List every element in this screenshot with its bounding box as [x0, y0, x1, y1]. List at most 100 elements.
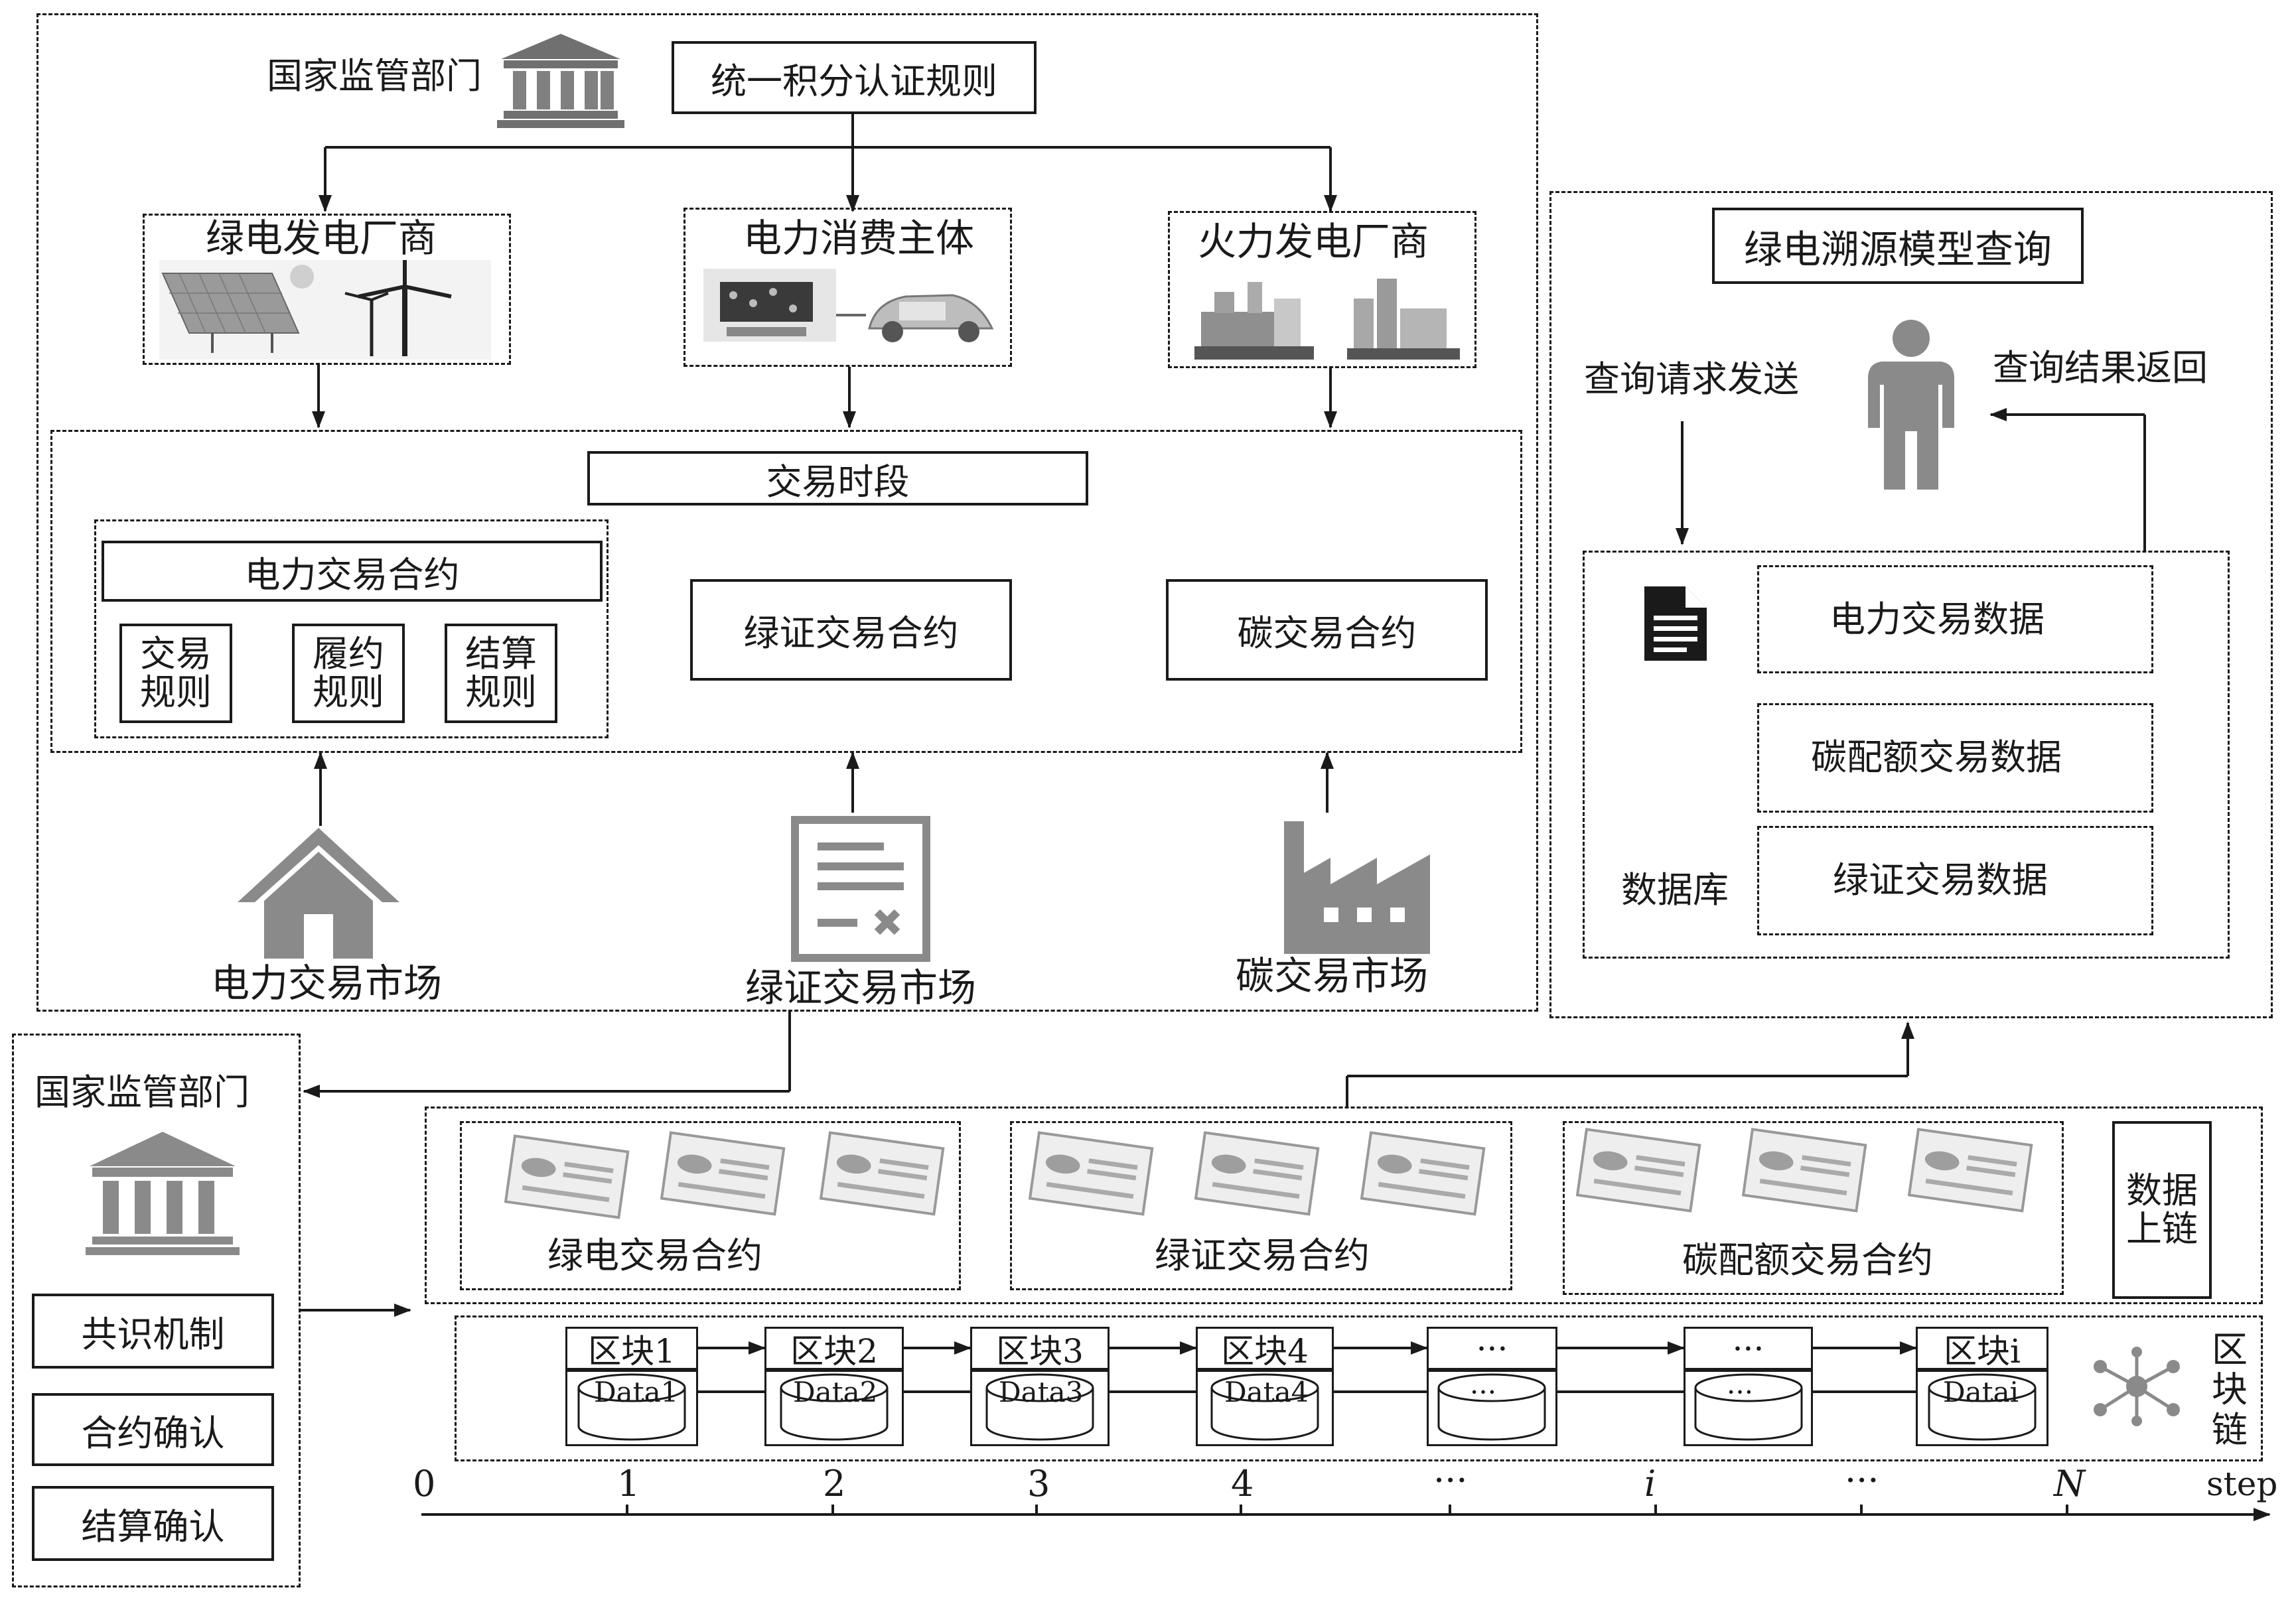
- contract-card-icon: [1360, 1131, 1486, 1216]
- consensus-label: 共识机制: [81, 1313, 225, 1355]
- thermal-plant-icon: [1194, 279, 1460, 360]
- left-regulator-label: 国家监管部门: [35, 1071, 250, 1113]
- block-head: ···: [1427, 1327, 1557, 1370]
- query-return-label: 查询结果返回: [1993, 347, 2208, 389]
- block-head-label: ···: [1476, 1329, 1508, 1368]
- query-panel: [1549, 191, 2273, 1018]
- contract-confirm-box: 合约确认: [32, 1393, 274, 1466]
- green-power-contract-group: [460, 1121, 961, 1290]
- settle-confirm-label: 结算确认: [81, 1506, 225, 1548]
- settle-rule-box: 结算规则: [445, 624, 557, 723]
- block-head-label: 区块2: [790, 1331, 878, 1371]
- contract-card-icon: [1742, 1128, 1867, 1213]
- block-data-label: Data2: [793, 1376, 878, 1408]
- power-contract-group: [94, 519, 609, 738]
- data-onchain-label: 数据上链: [2126, 1169, 2198, 1250]
- certificate-icon: [791, 816, 930, 962]
- contract-card-icon: [1908, 1128, 2033, 1213]
- government-building-icon: [86, 1132, 240, 1255]
- unified-rule-box: 统一积分认证规则: [672, 41, 1037, 114]
- axis-tick-label: 0: [413, 1463, 436, 1505]
- axis-tick-label: 2: [823, 1463, 846, 1505]
- carbon-quota-contract-group: [1563, 1121, 2064, 1295]
- green-cert-contract-row-label: 绿证交易合约: [1155, 1235, 1370, 1276]
- block-data-label: Data4: [1224, 1376, 1309, 1408]
- regulator-panel: [12, 1034, 301, 1587]
- contract-card-icon: [1029, 1131, 1154, 1216]
- axis-unit-label: step: [2206, 1465, 2278, 1503]
- carbon-quota-contract-label: 碳配额交易合约: [1682, 1239, 1933, 1281]
- green-cert-contract-group: [1010, 1121, 1512, 1290]
- perform-rule-box: 履约规则: [292, 624, 405, 723]
- axis-tick-label: 4: [1231, 1463, 1254, 1505]
- carbon-quota-data-label: 碳配额交易数据: [1811, 736, 2062, 778]
- green-cert-market-label: 绿证交易市场: [745, 965, 977, 1010]
- power-data-box: [1757, 565, 2153, 673]
- power-data-label: 电力交易数据: [1830, 598, 2045, 640]
- top-panel: [36, 13, 1538, 1012]
- block-head: 区块i: [1916, 1327, 2048, 1371]
- query-send-label: 查询请求发送: [1584, 358, 1799, 400]
- green-cert-contract-box: 绿证交易合约: [690, 579, 1012, 681]
- block-head: ···: [1684, 1327, 1813, 1370]
- contract-card-icon: [504, 1134, 630, 1219]
- contract-card-icon: [1576, 1128, 1701, 1213]
- green-producer-label: 绿电发电厂商: [206, 216, 437, 261]
- green-cert-data-box: [1757, 826, 2153, 935]
- carbon-contract-label: 碳交易合约: [1237, 612, 1417, 654]
- green-power-contract-label: 绿电交易合约: [547, 1235, 762, 1276]
- settle-rule-label: 结算规则: [465, 632, 537, 713]
- consumer-box: [683, 208, 1012, 367]
- block-data-label: ···: [1470, 1376, 1497, 1408]
- green-cert-contract-label: 绿证交易合约: [743, 612, 959, 654]
- perform-rule-label: 履约规则: [313, 632, 384, 713]
- carbon-contract-box: 碳交易合约: [1166, 579, 1488, 681]
- consensus-box: 共识机制: [32, 1294, 274, 1369]
- electric-car-icon: [703, 269, 994, 342]
- solar-wind-icon: [159, 260, 491, 360]
- unified-rule-label: 统一积分认证规则: [711, 60, 997, 102]
- axis-tick-label: 1: [617, 1463, 640, 1505]
- database-label: 数据库: [1621, 869, 1729, 911]
- trade-rule-box: 交易规则: [119, 624, 232, 723]
- query-title-box: 绿电溯源模型查询: [1712, 208, 2084, 284]
- blockchain-row: [455, 1315, 2263, 1461]
- contract-card-icon: [820, 1131, 945, 1216]
- network-icon: [2094, 1347, 2180, 1426]
- block-head: 区块4: [1196, 1327, 1334, 1371]
- block-head: 区块3: [970, 1327, 1110, 1371]
- contracts-row: [425, 1107, 2263, 1304]
- block-head: 区块1: [565, 1327, 698, 1371]
- trading-period-box: 交易时段: [587, 451, 1088, 505]
- power-contract-label: 电力交易合约: [244, 553, 460, 596]
- block-head-label: 区块4: [1221, 1331, 1309, 1371]
- carbon-quota-data-box: [1757, 703, 2153, 813]
- document-icon: [1644, 586, 1707, 661]
- block-head: 区块2: [764, 1327, 904, 1371]
- blockchain-vertical-label: 区块链: [2212, 1329, 2248, 1451]
- axis-tick-label: N: [2054, 1463, 2086, 1505]
- query-title-label: 绿电溯源模型查询: [1743, 226, 2052, 272]
- settle-confirm-box: 结算确认: [32, 1486, 274, 1561]
- thermal-producer-box: [1168, 211, 1476, 368]
- trading-period-label: 交易时段: [766, 460, 910, 503]
- contract-confirm-label: 合约确认: [81, 1412, 225, 1454]
- contract-card-icon: [660, 1131, 786, 1216]
- data-onchain-box: 数据上链: [2112, 1121, 2212, 1299]
- green-cert-data-label: 绿证交易数据: [1833, 859, 2048, 901]
- top-regulator-label: 国家监管部门: [267, 55, 482, 97]
- block-head-label: 区块3: [996, 1331, 1084, 1371]
- axis-tick-label: ···: [1433, 1459, 1468, 1501]
- block-data-label: Datai: [1943, 1376, 2019, 1408]
- thermal-producer-label: 火力发电厂商: [1198, 219, 1429, 264]
- green-producer-box: [143, 214, 511, 365]
- axis-tick-label: 3: [1027, 1463, 1050, 1505]
- house-icon: [238, 828, 399, 959]
- power-contract-box: 电力交易合约: [102, 541, 603, 602]
- carbon-market-label: 碳交易市场: [1236, 953, 1429, 998]
- axis-tick-label: ···: [1845, 1459, 1879, 1501]
- database-panel: [1583, 551, 2230, 959]
- axis-tick-label: i: [1644, 1463, 1656, 1505]
- block-data-label: ···: [1727, 1376, 1754, 1408]
